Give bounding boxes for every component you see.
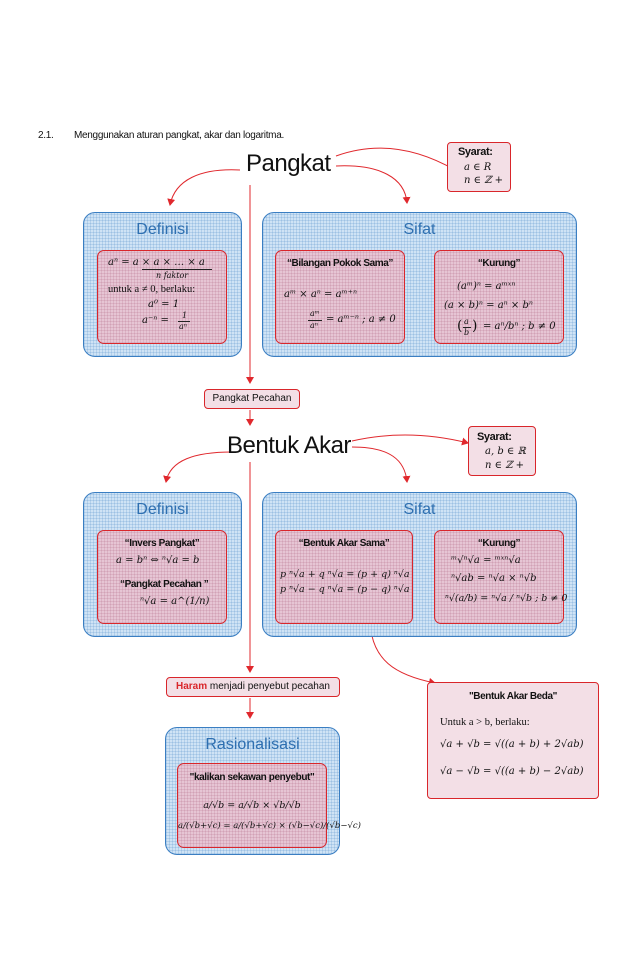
underbrace (142, 269, 212, 270)
kurung-label: “Kurung” (477, 258, 521, 269)
kurung-line1: (aᵐ)ⁿ = aᵐˣⁿ (457, 281, 516, 292)
frac-den: aⁿ (179, 322, 188, 331)
bentuk-akar-title: Bentuk Akar (227, 432, 351, 459)
definisi-line2: untuk a ≠ 0, berlaku: (108, 284, 196, 295)
akar-sama-line2: p ⁿ√a − q ⁿ√a = (p − q) ⁿ√a (280, 584, 410, 595)
sifat-left-line1: aᵐ × aⁿ = aᵐ⁺ⁿ (284, 289, 358, 300)
rasionalisasi-box: Rasionalisasi "kalikan sekawan penyebut"… (165, 727, 361, 855)
bilangan-pokok-sama-label: “Bilangan Pokok Sama” (286, 258, 394, 269)
sifat-left-line2: = aᵐ⁻ⁿ ; a ≠ 0 (326, 314, 396, 325)
syarat-line2: n ∈ ℤ + (485, 460, 525, 471)
bentuk-akar-definisi-box: Definisi “Invers Pangkat” a = bⁿ ⇔ ⁿ√a =… (83, 492, 242, 637)
bentuk-akar-beda-label: "Bentuk Akar Beda" (468, 691, 558, 702)
pangkat-syarat-box: Syarat: a ∈ R n ∈ ℤ + (447, 142, 511, 192)
syarat-label: Syarat: (477, 431, 512, 443)
haram-box: Haram menjadi penyebut pecahan (166, 677, 340, 697)
paren-close: ) (472, 318, 478, 334)
rasionalisasi-line1: a/√b = a/√b × √b/√b (203, 800, 301, 811)
definisi-line4: a⁻ⁿ = (142, 315, 169, 326)
definisi-title: Definisi (136, 221, 189, 238)
kurung-line2: (a × b)ⁿ = aⁿ × bⁿ (444, 300, 533, 311)
pangkat-pecahan-line: ⁿ√a = a^(1/n) (140, 596, 210, 607)
definisi-under: n faktor (156, 271, 189, 280)
sekawan-label: "kalikan sekawan penyebut" (189, 772, 315, 783)
kurung-label: “Kurung” (477, 538, 521, 549)
section-heading: Menggunakan aturan pangkat, akar dan log… (74, 130, 284, 141)
kurung-akar-line3: ⁿ√(a/b) = ⁿ√a / ⁿ√b ; b ≠ 0 (445, 593, 568, 604)
haram-rest: menjadi penyebut pecahan (207, 681, 330, 692)
syarat-label: Syarat: (458, 146, 493, 158)
bentuk-akar-sama-label: “Bentuk Akar Sama” (298, 538, 390, 549)
kurung-frac-den: b (464, 328, 470, 337)
paren-open: ( (457, 318, 463, 334)
akar-sama-line1: p ⁿ√a + q ⁿ√a = (p + q) ⁿ√a (280, 569, 410, 580)
section-number: 2.1. (38, 130, 54, 141)
frac-num: 1 (182, 311, 188, 320)
bentuk-akar-syarat-box: Syarat: a, b ∈ ℝ n ∈ ℤ + (468, 426, 536, 476)
invers-pangkat-line: a = bⁿ ⇔ ⁿ√a = b (116, 555, 200, 566)
definisi-title: Definisi (136, 501, 189, 518)
pangkat-definisi-box: Definisi aⁿ = a × a × … × a n faktor unt… (83, 212, 242, 357)
frac-bar (178, 321, 190, 322)
pangkat-pecahan-label: “Pangkat Pecahan ” (120, 579, 209, 590)
syarat-line1: a, b ∈ ℝ (485, 446, 526, 457)
pangkat-title: Pangkat (246, 150, 331, 177)
kurung-akar-line1: ᵐ√ⁿ√a = ᵐˣⁿ√a (451, 555, 521, 566)
rasionalisasi-title: Rasionalisasi (205, 736, 300, 753)
kurung-frac-num: a (464, 317, 469, 326)
bentuk-akar-beda-box: "Bentuk Akar Beda" Untuk a > b, berlaku:… (427, 682, 599, 799)
pangkat-pecahan-box: Pangkat Pecahan (204, 389, 300, 409)
sifat-title: Sifat (403, 221, 436, 238)
pangkat-sifat-box: Sifat “Bilangan Pokok Sama” aᵐ × aⁿ = aᵐ… (262, 212, 577, 357)
kurung-box: “Kurung” (aᵐ)ⁿ = aᵐˣⁿ (a × b)ⁿ = aⁿ × bⁿ… (434, 250, 564, 344)
kurung-akar-line2: ⁿ√ab = ⁿ√a × ⁿ√b (451, 573, 537, 584)
frac-bar (463, 327, 471, 328)
kurung-akar-box: “Kurung” ᵐ√ⁿ√a = ᵐˣⁿ√a ⁿ√ab = ⁿ√a × ⁿ√b … (434, 530, 568, 624)
sifat-left-num: aᵐ (310, 309, 320, 318)
bentuk-akar-sama-box: “Bentuk Akar Sama” p ⁿ√a + q ⁿ√a = (p + … (275, 530, 413, 624)
syarat-line2: n ∈ ℤ + (464, 175, 504, 186)
haram-bold: Haram (175, 681, 208, 692)
akar-beda-line1: √a + √b = √((a + b) + 2√ab) (440, 739, 584, 750)
definisi-content: aⁿ = a × a × … × a n faktor untuk a ≠ 0,… (97, 250, 227, 344)
frac-bar (308, 320, 322, 321)
invers-pangkat-label: “Invers Pangkat” (124, 538, 200, 549)
akar-beda-line2: √a − √b = √((a + b) − 2√ab) (440, 766, 584, 777)
rasionalisasi-line2: a/(√b+√c) = a/(√b+√c) × (√b−√c)/(√b−√c) (178, 821, 361, 831)
bentuk-akar-sifat-box: Sifat “Bentuk Akar Sama” p ⁿ√a + q ⁿ√a =… (262, 492, 577, 637)
definisi-content: “Invers Pangkat” a = bⁿ ⇔ ⁿ√a = b “Pangk… (97, 530, 227, 624)
sifat-left-den: aⁿ (310, 321, 319, 330)
syarat-line1: a ∈ R (464, 162, 492, 173)
sifat-title: Sifat (403, 501, 436, 518)
definisi-line3: a⁰ = 1 (148, 299, 180, 310)
akar-beda-intro: Untuk a > b, berlaku: (440, 717, 530, 728)
bilangan-pokok-sama-box: “Bilangan Pokok Sama” aᵐ × aⁿ = aᵐ⁺ⁿ aᵐ … (275, 250, 405, 344)
kurung-line3: = aⁿ/bⁿ ; b ≠ 0 (483, 321, 556, 332)
definisi-line1: aⁿ = a × a × … × a (108, 257, 205, 268)
rasionalisasi-content: "kalikan sekawan penyebut" a/√b = a/√b ×… (177, 763, 361, 848)
